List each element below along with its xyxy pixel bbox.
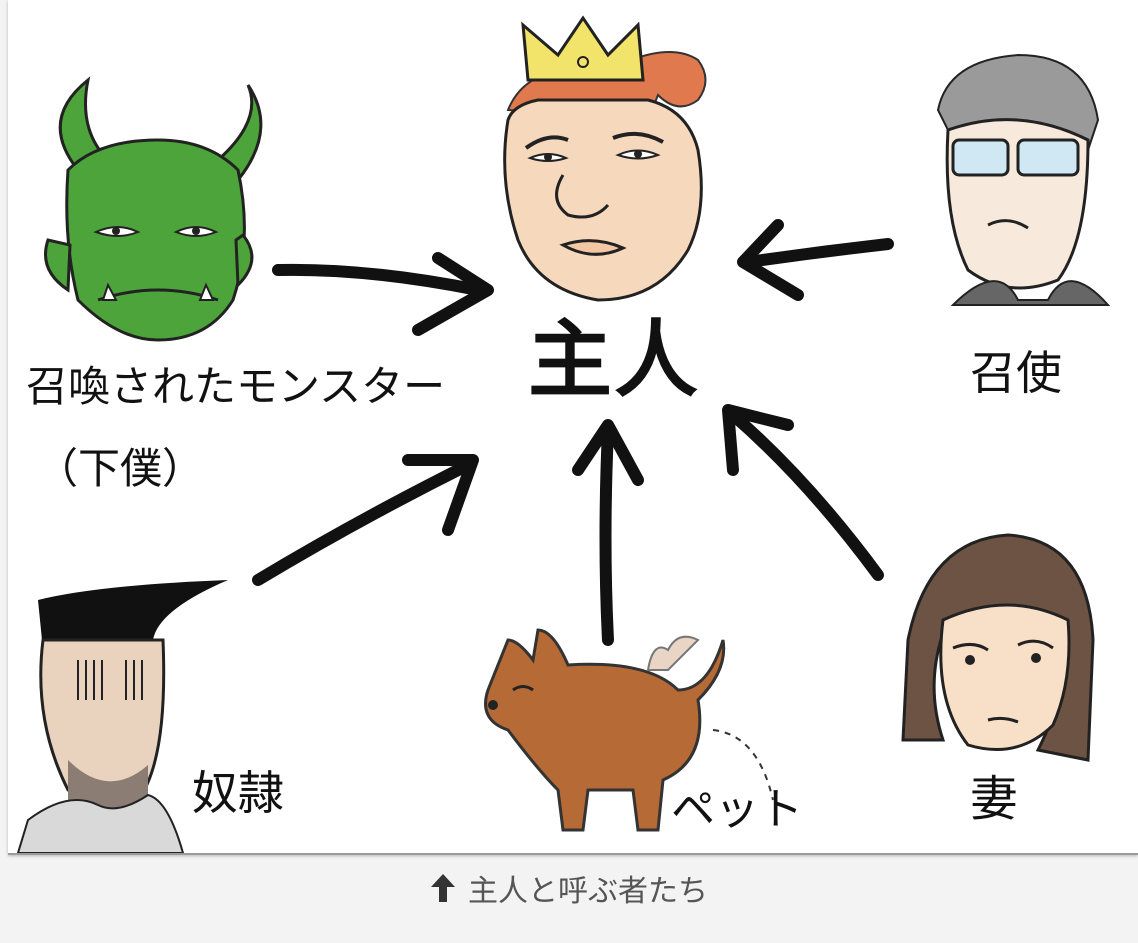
master-character — [503, 15, 707, 302]
wife-character — [901, 533, 1095, 762]
label-butler: 召使 — [970, 346, 1062, 400]
arrows — [252, 219, 894, 646]
butler-character — [936, 53, 1111, 306]
label-monster: 召喚されたモンスター — [26, 362, 446, 411]
slave-character — [16, 580, 228, 853]
illustration: 主人 召喚されたモンスター （下僕） 召使 奴隷 ペット 妻 — [8, 0, 1138, 855]
up-arrow-icon — [431, 874, 455, 902]
illustration-drawing — [16, 15, 1111, 853]
crown-icon — [521, 15, 645, 82]
label-slave: 奴隷 — [192, 766, 284, 820]
label-master: 主人 — [528, 311, 701, 409]
label-wife: 妻 — [970, 771, 1019, 827]
figure-caption: 主人と呼ぶ者たち — [0, 866, 1138, 910]
caption-text: 主人と呼ぶ者たち — [468, 874, 708, 909]
monster-character — [44, 76, 263, 342]
pet-dog-character — [484, 628, 774, 832]
label-pet: ペット — [671, 784, 803, 835]
label-monster-sub: （下僕） — [36, 444, 205, 493]
